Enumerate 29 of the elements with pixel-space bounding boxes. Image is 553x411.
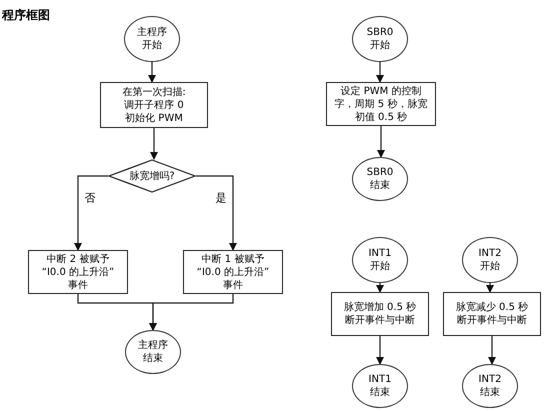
arrow <box>149 294 234 331</box>
process-box: 设定 PWM 的控制字，周期 5 秒，脉宽初值 0.5 秒 <box>326 82 436 126</box>
arrow <box>486 283 494 293</box>
arrow <box>488 336 496 365</box>
arrow <box>376 283 384 293</box>
process-box: 中断 1 被赋予 “I0.0 的上升沿” 事件 <box>183 250 283 294</box>
arrow <box>74 175 108 251</box>
arrow <box>148 62 156 83</box>
process-box: 中断 2 被赋予 “I0.0 的上升沿” 事件 <box>28 250 128 294</box>
terminal-ellipse: INT2 结束 <box>462 364 518 408</box>
process-box: 脉宽增加 0.5 秒断开事件与中断 <box>331 292 429 336</box>
terminal-ellipse: 主程序开始 <box>124 16 180 62</box>
terminal-ellipse: SBR0 开始 <box>352 16 408 62</box>
terminal-ellipse: 主程序结束 <box>125 330 181 374</box>
arrow <box>196 175 237 251</box>
process-box: 在第一次扫描: 调开子程序 0 初始化 PWM <box>100 82 208 128</box>
arrow <box>150 128 158 160</box>
decision-diamond: 脉宽增吗? <box>108 159 196 193</box>
terminal-ellipse: INT2 开始 <box>462 237 518 283</box>
process-box: 脉宽减少 0.5 秒断开事件与中断 <box>443 292 541 336</box>
arrow <box>376 336 384 365</box>
arrow <box>377 126 385 158</box>
terminal-ellipse: INT1 开始 <box>352 237 408 283</box>
edge-label: 是 <box>214 192 228 204</box>
arrow <box>376 62 384 83</box>
edge-label: 否 <box>84 192 96 204</box>
terminal-ellipse: SBR0 结束 <box>352 157 408 201</box>
terminal-ellipse: INT1 结束 <box>352 364 408 408</box>
diagram-title: 程序框图 <box>2 7 50 24</box>
